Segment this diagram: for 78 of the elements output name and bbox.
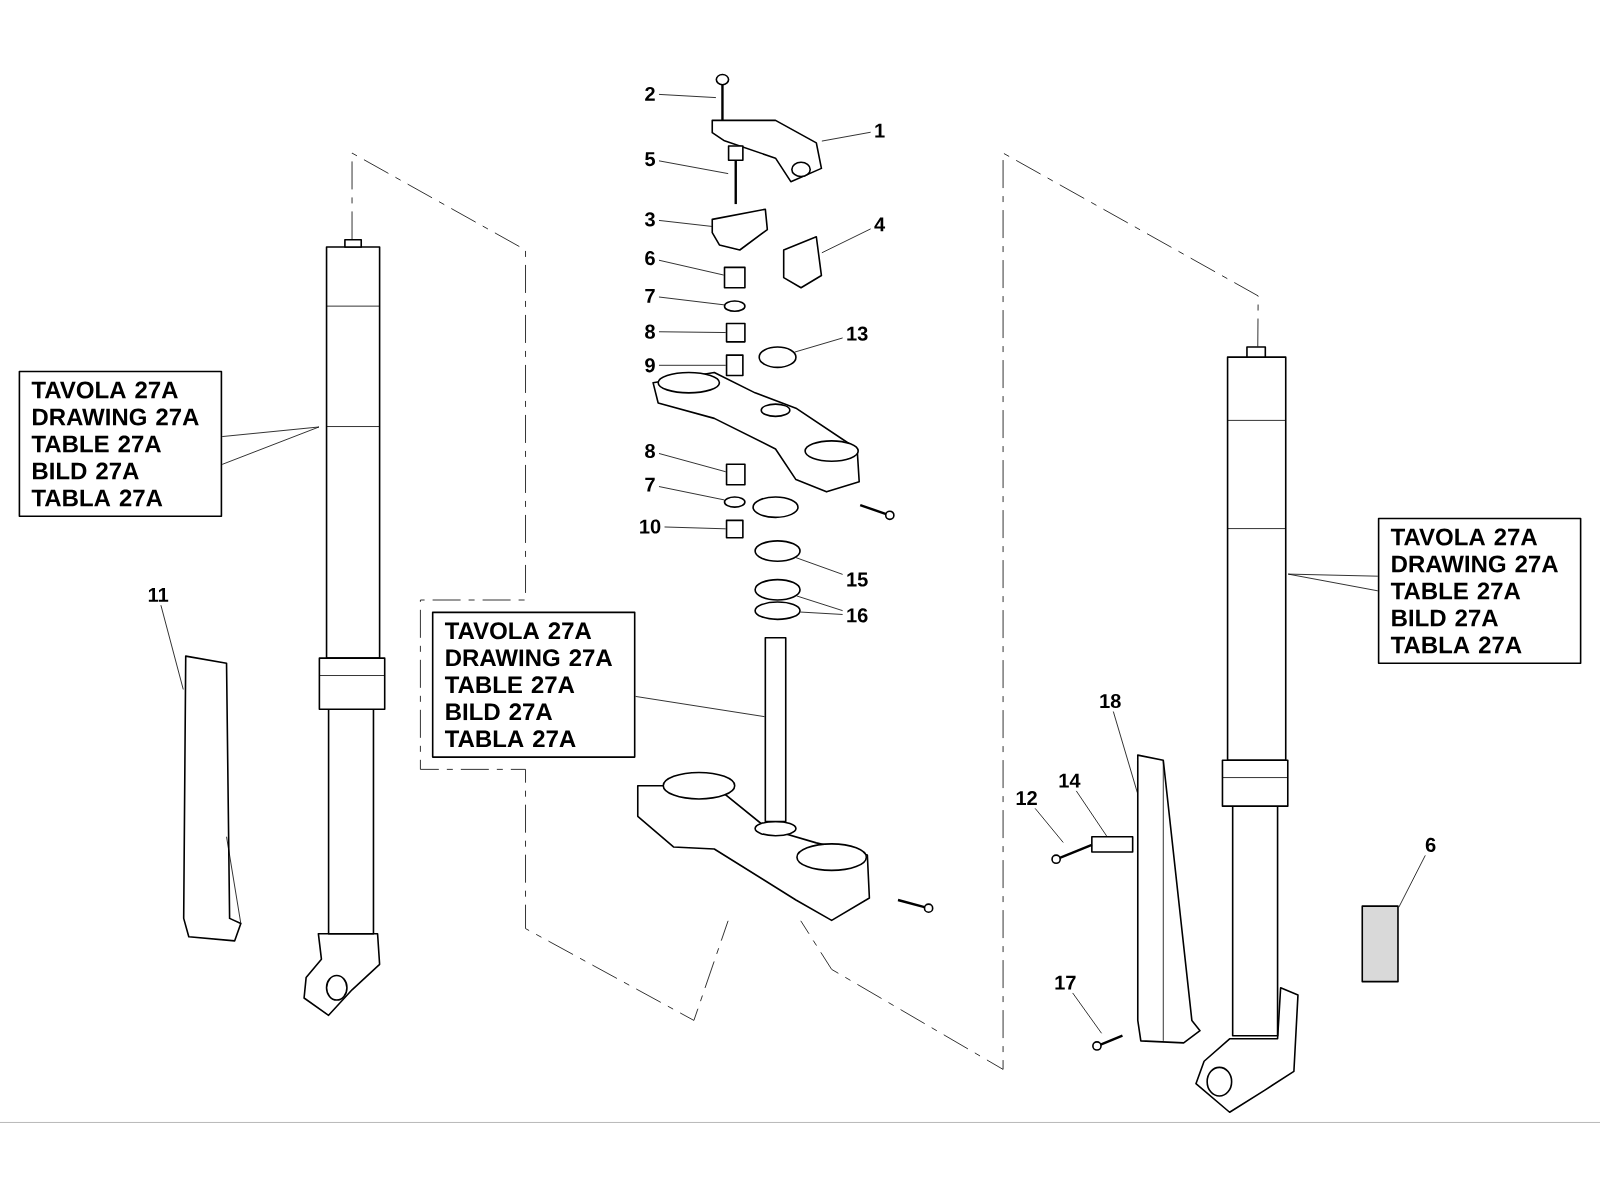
handlebar-clamp-drawing xyxy=(711,208,769,251)
nut-drawing xyxy=(758,346,797,369)
callout-number: 16 xyxy=(847,608,868,623)
bolt-drawing xyxy=(727,145,744,205)
callout-number: 14 xyxy=(1059,773,1081,788)
reflector-drawing xyxy=(1361,905,1399,983)
clamp-drawing xyxy=(1091,835,1134,853)
triple-clamp-drawing xyxy=(636,771,871,922)
leader-line xyxy=(658,331,727,333)
leader-line xyxy=(658,364,727,366)
nut-drawing xyxy=(725,519,744,539)
leader-line xyxy=(1034,807,1064,843)
callout-number: 12 xyxy=(1016,791,1037,805)
handlebar-clamp-drawing xyxy=(711,119,823,183)
callout-number: 2 xyxy=(645,86,655,101)
leader-line xyxy=(658,296,725,306)
leader-line xyxy=(658,486,725,501)
reference-box: TAVOLA 27A DRAWING 27A TABLE 27A BILD 27A TABLA 27A xyxy=(431,611,636,758)
fork-leg-drawing xyxy=(1221,346,1289,1037)
leader-line xyxy=(658,94,717,98)
callout-number: 10 xyxy=(640,519,661,534)
fork-guard-drawing xyxy=(182,655,242,942)
callout-number: 1 xyxy=(875,123,885,138)
spacer-drawing xyxy=(725,354,744,377)
alignment-line xyxy=(800,152,1259,1070)
callout-number: 7 xyxy=(645,289,655,303)
bolt-drawing xyxy=(715,73,730,123)
reference-box: TAVOLA 27A DRAWING 27A TABLE 27A BILD 27A TABLA 27A xyxy=(1377,517,1582,664)
leader-line xyxy=(794,337,844,353)
leader-line xyxy=(1287,573,1379,592)
reference-box: TAVOLA 27A DRAWING 27A TABLE 27A BILD 27A TABLA 27A xyxy=(18,370,223,518)
leader-line xyxy=(796,595,844,612)
bushing-drawing xyxy=(725,322,746,343)
washer-drawing xyxy=(723,300,746,313)
leader-line xyxy=(658,259,725,276)
callout-number: 18 xyxy=(1100,693,1121,709)
callout-number: 15 xyxy=(847,572,868,587)
alignment-line xyxy=(351,152,729,1021)
leader-line xyxy=(221,426,320,437)
callout-number: 13 xyxy=(847,326,868,341)
leader-line xyxy=(795,557,844,575)
leader-line xyxy=(800,611,844,615)
handlebar-clamp-drawing xyxy=(782,235,823,289)
leader-line xyxy=(1287,573,1379,577)
callout-number: 7 xyxy=(645,477,655,492)
callout-number: 6 xyxy=(645,251,655,266)
callout-number: 11 xyxy=(148,588,169,602)
callout-number: 8 xyxy=(645,443,655,459)
bearing-drawing xyxy=(754,540,801,563)
seal-ring-drawing xyxy=(754,578,801,601)
leader-line xyxy=(635,696,765,718)
bushing-drawing xyxy=(725,463,746,486)
leader-line xyxy=(1112,711,1138,794)
callout-number: 17 xyxy=(1055,975,1076,990)
leader-line xyxy=(658,160,729,174)
leader-line xyxy=(1398,855,1426,908)
leader-line xyxy=(821,131,872,142)
fork-leg-drawing xyxy=(318,239,386,935)
leader-line xyxy=(221,426,320,465)
callout-number: 5 xyxy=(645,152,655,167)
bolt-drawing xyxy=(1092,1034,1123,1051)
seal-ring-drawing xyxy=(754,601,801,621)
leader-line xyxy=(1072,992,1102,1034)
bolt-drawing xyxy=(1051,843,1093,865)
leader-line xyxy=(160,604,184,690)
leader-line xyxy=(658,220,713,227)
callout-number: 9 xyxy=(645,358,655,373)
leader-line xyxy=(658,453,727,473)
leader-line xyxy=(821,228,872,254)
washer-drawing xyxy=(723,496,746,508)
callout-number: 6 xyxy=(1425,837,1436,852)
spacer-drawing xyxy=(723,266,746,289)
callout-number: 8 xyxy=(645,324,655,339)
leader-line xyxy=(1075,790,1107,837)
fork-guard-drawing xyxy=(1136,754,1201,1044)
callout-number: 4 xyxy=(874,217,886,232)
callout-number: 3 xyxy=(644,212,655,227)
leader-line xyxy=(664,526,727,530)
